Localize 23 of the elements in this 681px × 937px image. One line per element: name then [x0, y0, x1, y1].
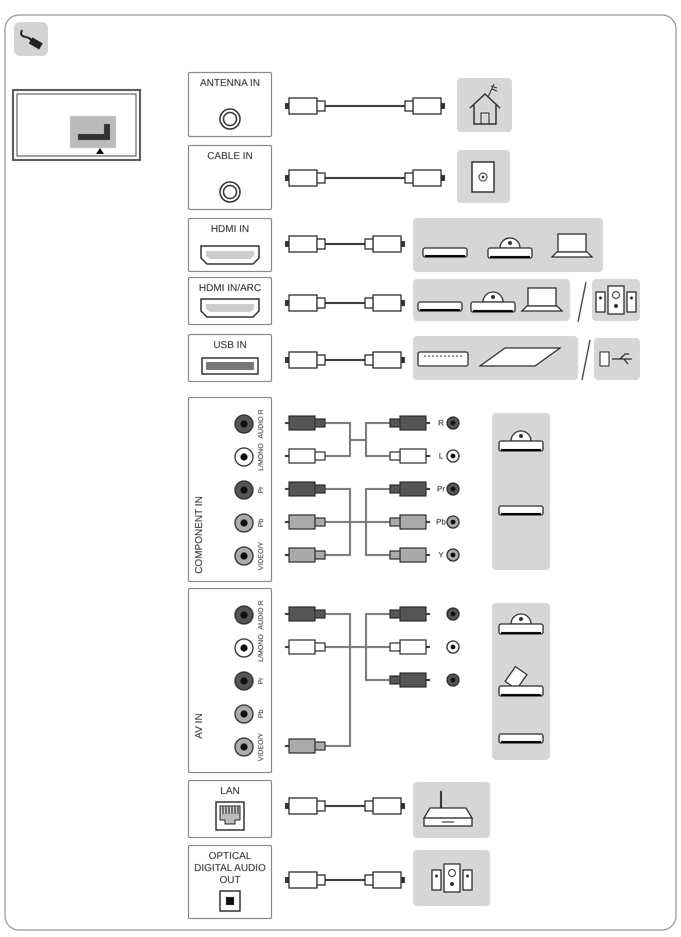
port-panel	[188, 72, 272, 137]
port-panel	[188, 588, 272, 773]
jack-label: Pr	[437, 484, 445, 494]
port-label: LAN	[219, 786, 241, 798]
port-panel	[188, 397, 272, 582]
port-panel	[188, 277, 272, 325]
port-label: ANTENNA IN	[198, 78, 261, 90]
port-panel	[188, 845, 272, 919]
port-label: USB IN	[212, 340, 248, 352]
port-panel	[188, 218, 272, 272]
jack-label: R	[438, 418, 444, 428]
jack-label: Y	[438, 550, 444, 560]
port-label: HDMI IN	[210, 224, 250, 236]
port-label: CABLE IN	[206, 151, 254, 163]
port-label: OPTICAL DIGITAL AUDIO OUT	[193, 851, 267, 887]
port-label: COMPONENT IN	[196, 496, 204, 574]
port-label: AV IN	[196, 713, 204, 739]
port-panel	[188, 145, 272, 210]
port-panel	[188, 334, 272, 382]
jack-label: Pb	[436, 518, 446, 526]
port-panel	[188, 780, 272, 838]
port-label: HDMI IN/ARC	[198, 283, 262, 295]
jack-label: L	[438, 452, 444, 460]
